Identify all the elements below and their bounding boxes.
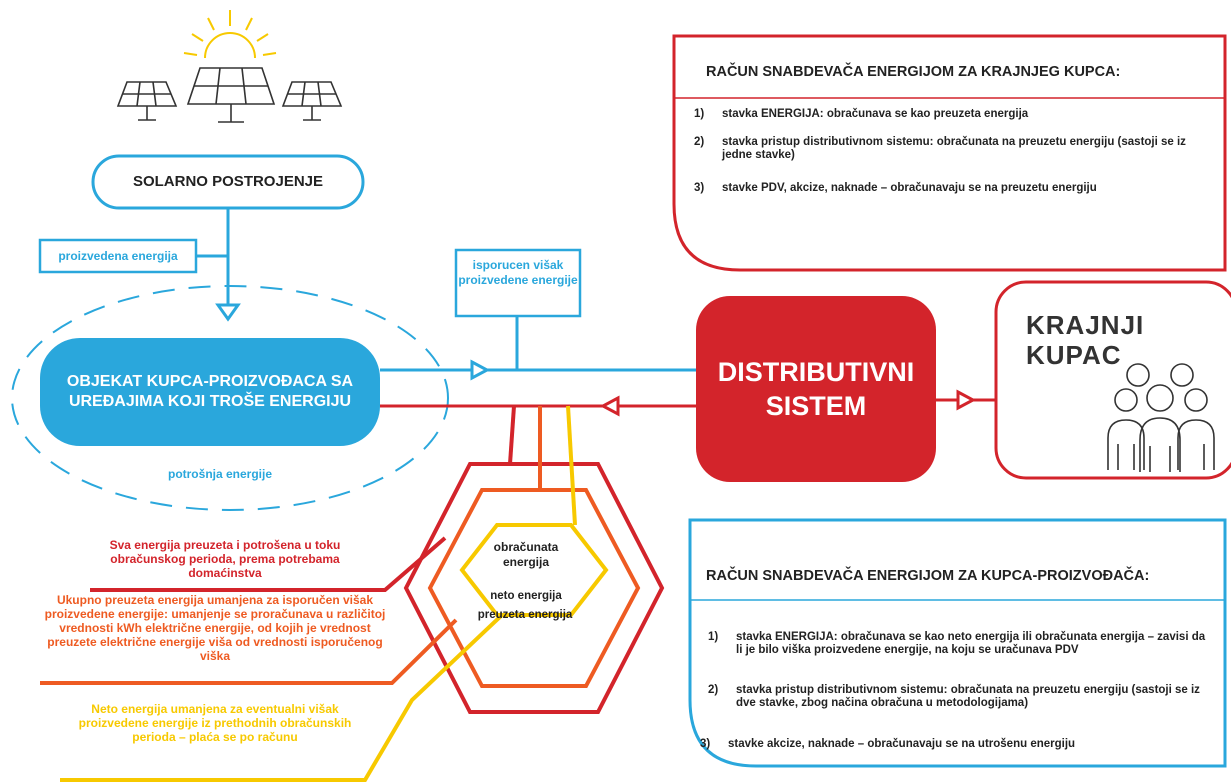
item-text: stavka pristup distributivnom sistemu: o… xyxy=(736,684,1200,709)
item-number: 2) xyxy=(708,684,719,696)
hexagon-net-label: neto energija xyxy=(490,590,562,602)
hexagon-taken-label: preuzeta energija xyxy=(477,609,573,621)
item-text: stavke PDV, akcize, naknade – obračunava… xyxy=(722,182,1097,194)
consumption-label: potrošnja energije xyxy=(167,467,273,481)
leader-net xyxy=(40,618,458,685)
note-taken-energy: Sva energija preuzeta i potrošena u toku… xyxy=(109,538,341,580)
distribution-system-label: DISTRIBUTIVNI SISTEM xyxy=(717,357,915,421)
flow-arrow-left-red xyxy=(599,395,620,417)
bill-end-customer-item: 2) stavka pristup distributivnom sistemu… xyxy=(694,136,1204,162)
flow-arrow-right-red xyxy=(956,389,977,411)
produced-energy-label: proizvedena energija xyxy=(58,249,178,263)
hexagon-billed xyxy=(459,523,609,617)
item-number: 3) xyxy=(700,738,711,750)
bill-end-customer-title: RAČUN SNABDEVAČA ENERGIJOM ZA KRAJNJEG K… xyxy=(706,64,1121,80)
bill-prosumer-title: RAČUN SNABDEVAČA ENERGIJOM ZA KUPCA-PROI… xyxy=(706,568,1150,584)
surplus-energy-label: isporucen višak proizvedene energije xyxy=(458,258,578,287)
hexagon-billed-label: obračunata energija xyxy=(493,540,559,569)
end-customer-box xyxy=(994,280,1231,480)
item-text: stavke akcize, naknade – obračunavaju se… xyxy=(728,738,1076,750)
solar-plant-label: SOLARNO POSTROJENJE xyxy=(132,173,324,190)
bill-end-customer-item: 3) stavke PDV, akcize, naknade – obračun… xyxy=(694,182,1204,195)
note-billed-energy: Neto energija umanjena za eventualni viš… xyxy=(78,702,352,744)
bill-prosumer-item: 2) stavka pristup distributivnom sistemu… xyxy=(708,684,1208,710)
leader-billed xyxy=(60,613,504,782)
consumer-object-box xyxy=(40,338,380,446)
bill-prosumer-box xyxy=(688,518,1227,768)
item-number: 2) xyxy=(694,136,705,148)
flow-arrow-right-blue xyxy=(470,359,491,381)
people-group-icon xyxy=(1107,363,1215,472)
item-text: stavka pristup distributivnom sistemu: o… xyxy=(722,136,1186,161)
item-number: 1) xyxy=(694,108,705,120)
consumer-object-label: OBJEKAT KUPCA-PROIZVOĐACA SA UREĐAJIMA K… xyxy=(66,373,354,410)
leader-taken xyxy=(90,536,447,592)
produced-energy-tag xyxy=(38,238,198,274)
bill-end-customer-box xyxy=(672,34,1227,272)
consumption-boundary xyxy=(11,285,449,511)
bill-end-customer-item: 1) stavka ENERGIJA: obračunava se kao pr… xyxy=(694,108,1204,121)
item-text: stavka ENERGIJA: obračunava se kao neto … xyxy=(736,631,1206,656)
item-text: stavka ENERGIJA: obračunava se kao preuz… xyxy=(722,108,1029,120)
bill-prosumer-item: 1) stavka ENERGIJA: obračunava se kao ne… xyxy=(708,631,1208,657)
bill-prosumer-item: 3) stavke akcize, naknade – obračunavaju… xyxy=(700,738,1200,751)
flow-arrow-down xyxy=(215,303,241,322)
item-number: 1) xyxy=(708,631,719,643)
note-net-energy: Ukupno preuzeta energija umanjena za isp… xyxy=(44,593,386,663)
sun-icon xyxy=(183,10,277,59)
distribution-system-box xyxy=(696,296,936,482)
solar-panel-icon xyxy=(116,67,343,123)
end-customer-label: KRAJNJI KUPAC xyxy=(1026,310,1145,370)
item-number: 3) xyxy=(694,182,705,194)
